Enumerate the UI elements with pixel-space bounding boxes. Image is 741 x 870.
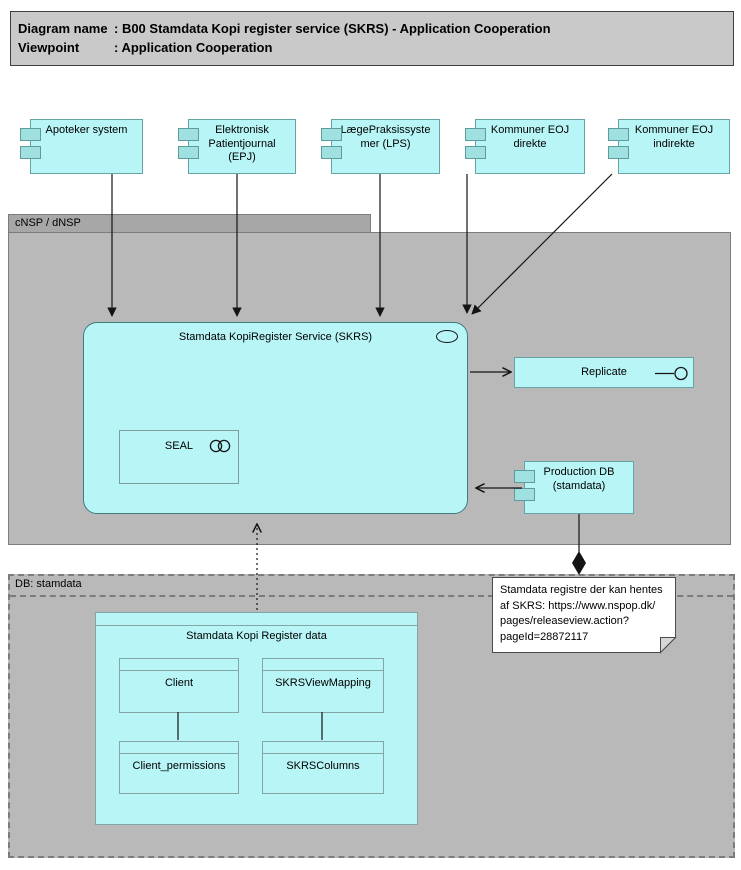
group-db-label: DB: stamdata (10, 576, 733, 597)
service-replicate-label: Replicate (581, 366, 627, 378)
data-object-stamdata-kopi-register-data: Stamdata Kopi Register data Client SKRSV… (95, 612, 418, 825)
title-row-viewpoint: Viewpoint : Application Cooperation (18, 38, 733, 57)
component-tab-icon (608, 128, 629, 141)
component-kommuner-eoj-direkte: Kommuner EOJ direkte (465, 119, 585, 174)
data-object-label: Stamdata Kopi Register data (186, 630, 327, 642)
data-object-top-strip (120, 659, 238, 671)
diagram-title-bar: Diagram name : B00 Stamdata Kopi registe… (10, 11, 734, 66)
component-lps: LægePraksissyste mer (LPS) (321, 119, 440, 174)
component-tab-icon (465, 146, 486, 159)
title-value: : Application Cooperation (114, 40, 273, 55)
data-object-label: SKRSViewMapping (275, 677, 371, 689)
title-label: Viewpoint (18, 40, 80, 55)
component-tab-icon (321, 146, 342, 159)
component-kommuner-eoj-indirekte: Kommuner EOJ indirekte (608, 119, 730, 174)
data-object-top-strip (263, 659, 383, 671)
component-label: Kommuner EOJ indirekte (634, 124, 714, 150)
group-cnsp-tab: cNSP / dNSP (8, 214, 371, 233)
component-tab-icon (20, 146, 41, 159)
component-label: Production DB (stamdata) (543, 466, 615, 492)
interface-icon (655, 366, 688, 381)
collaboration-seal-label: SEAL (164, 440, 194, 452)
component-label: Elektronisk Patientjournal (EPJ) (208, 124, 276, 163)
data-object-client: Client (119, 658, 239, 713)
component-tab-icon (514, 470, 535, 483)
data-object-label: Client (164, 677, 194, 689)
component-tab-icon (178, 128, 199, 141)
data-object-skrsviewmapping: SKRSViewMapping (262, 658, 384, 713)
aggregation-diamond-icon (572, 551, 586, 575)
title-label: Diagram name (18, 21, 108, 36)
title-value: : B00 Stamdata Kopi register service (SK… (114, 21, 551, 36)
component-apoteker-system: Apoteker system (20, 119, 143, 174)
component-label: Apoteker system (45, 124, 128, 136)
component-tab-icon (321, 128, 342, 141)
collaboration-seal: SEAL (119, 430, 239, 484)
title-row-diagram-name: Diagram name : B00 Stamdata Kopi registe… (18, 19, 733, 38)
data-object-label: Client_permissions (132, 760, 226, 772)
component-tab-icon (465, 128, 486, 141)
component-label: LægePraksissyste mer (LPS) (340, 124, 431, 150)
data-object-top-strip (96, 613, 417, 626)
data-object-client-permissions: Client_permissions (119, 741, 239, 794)
application-service-icon (436, 330, 458, 343)
component-label: Kommuner EOJ direkte (490, 124, 570, 150)
service-skrs-label: Stamdata KopiRegister Service (SKRS) (178, 331, 373, 343)
component-production-db: Production DB (stamdata) (514, 461, 634, 514)
data-object-top-strip (120, 742, 238, 754)
service-skrs: Stamdata KopiRegister Service (SKRS) SEA… (83, 322, 468, 514)
component-tab-icon (178, 146, 199, 159)
component-tab-icon (20, 128, 41, 141)
component-tab-icon (514, 488, 535, 501)
note-text: Stamdata registre der kan hentes af SKRS… (500, 584, 663, 643)
data-object-top-strip (263, 742, 383, 754)
component-tab-icon (608, 146, 629, 159)
component-epj: Elektronisk Patientjournal (EPJ) (178, 119, 296, 174)
collaboration-icon (209, 439, 231, 453)
data-object-skrscolumns: SKRSColumns (262, 741, 384, 794)
data-object-label: SKRSColumns (286, 760, 360, 772)
service-replicate: Replicate (514, 357, 694, 388)
